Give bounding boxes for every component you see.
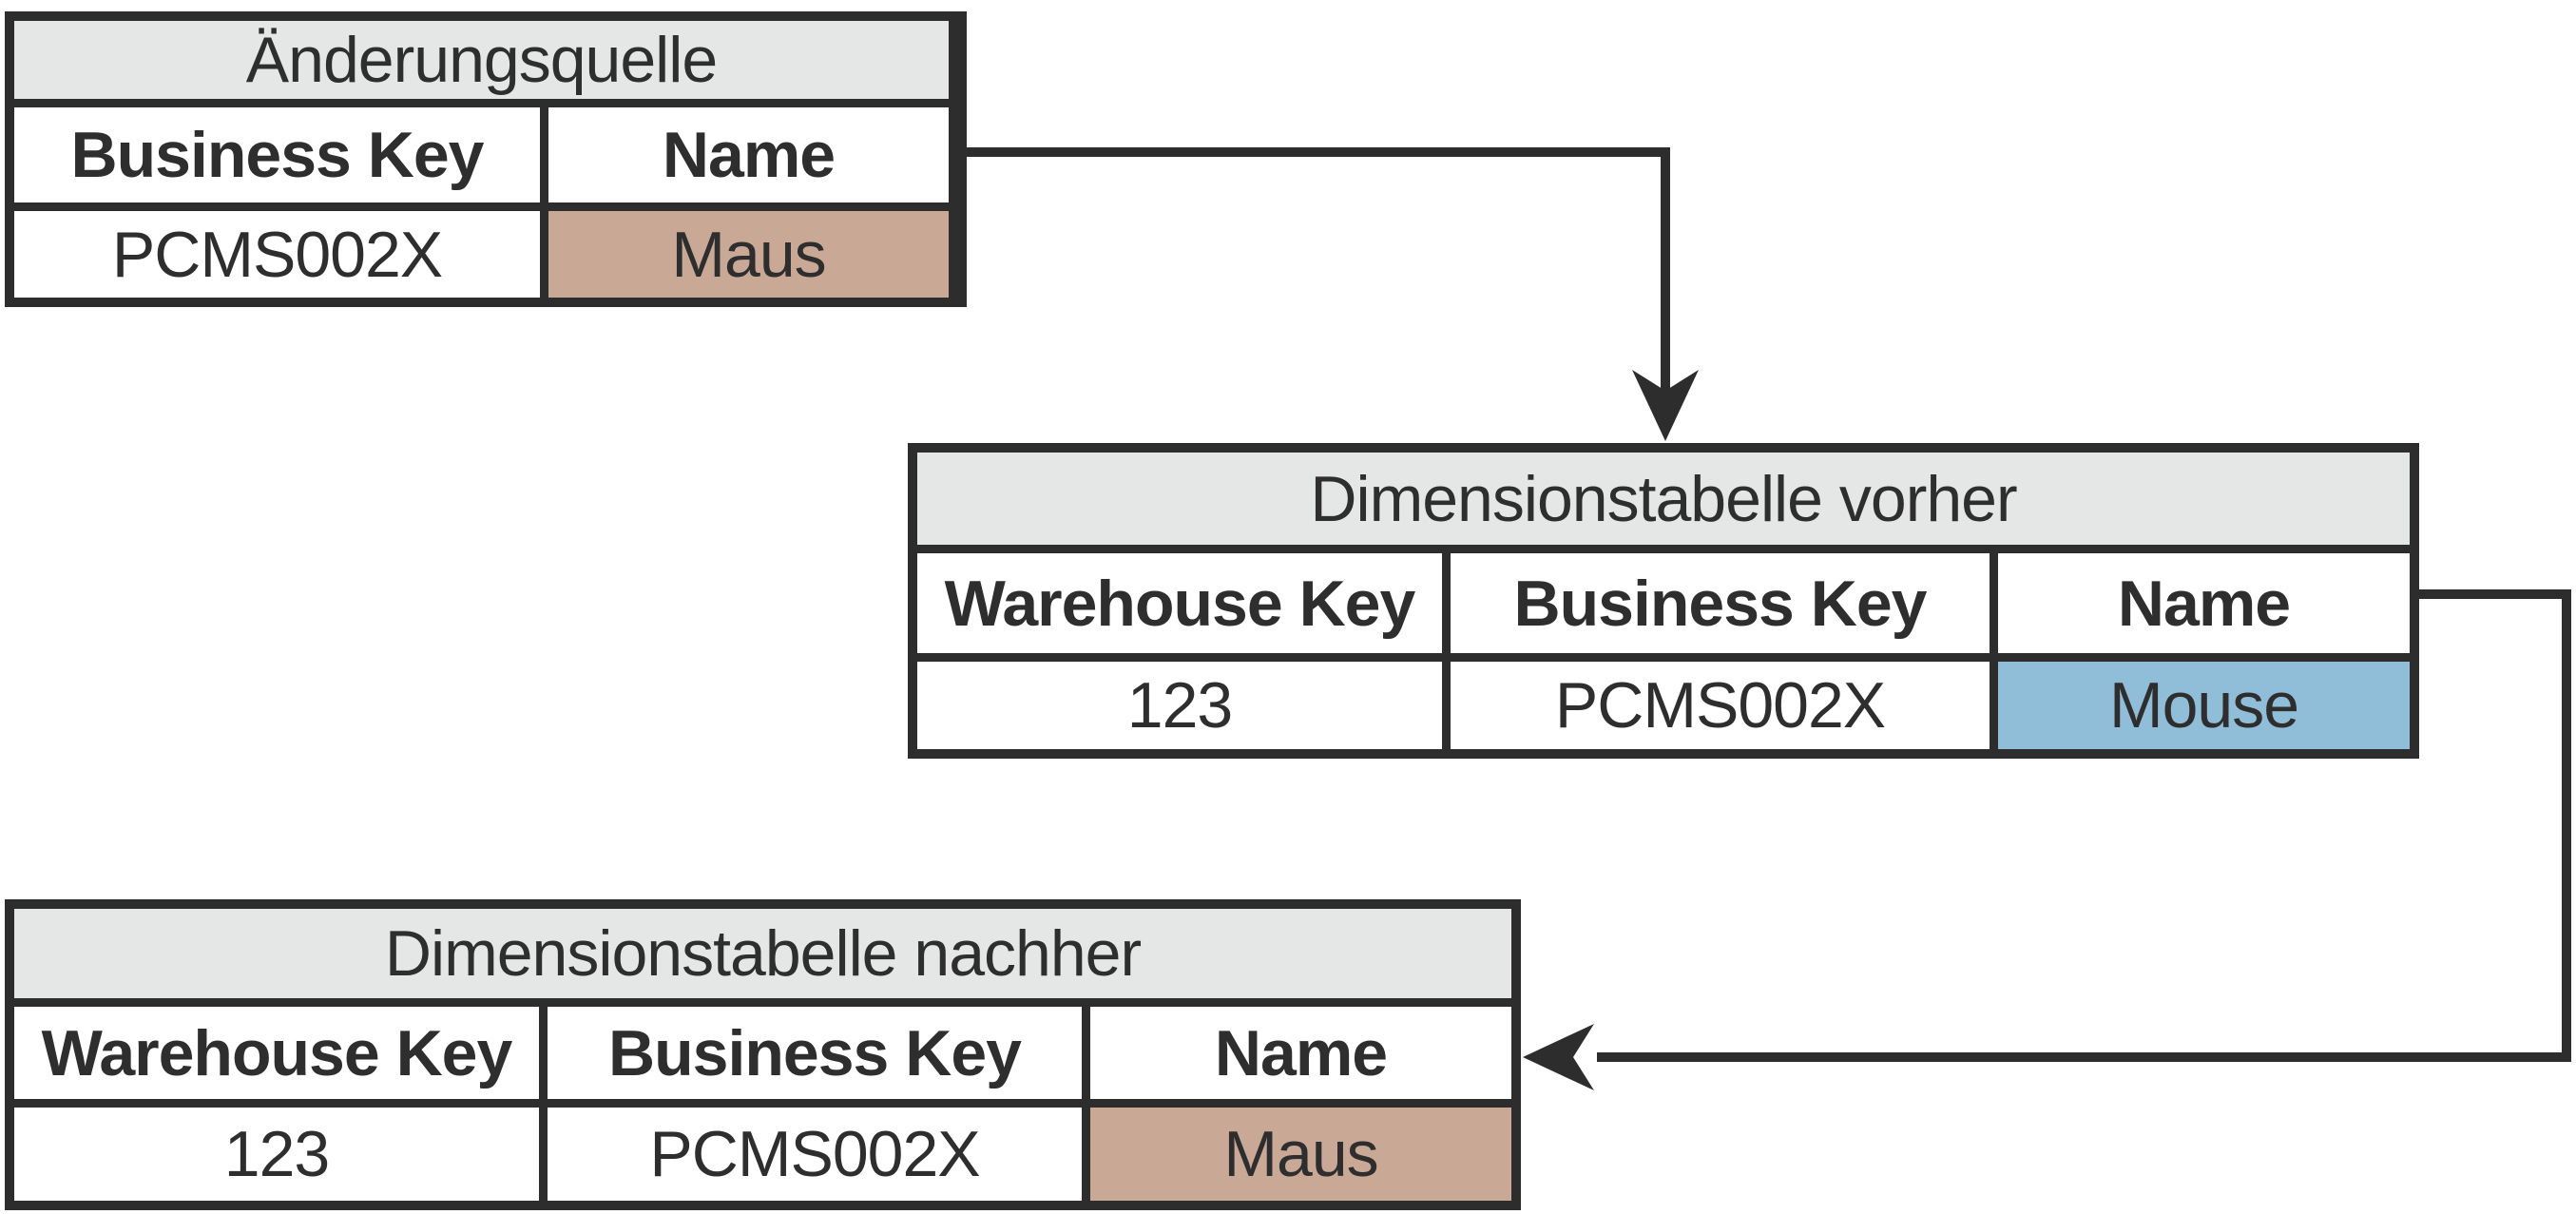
- data-cell-highlighted: Maus: [1090, 1108, 1511, 1201]
- column-header: Business Key: [1451, 553, 1990, 653]
- column-header: Warehouse Key: [14, 1007, 539, 1099]
- data-cell: PCMS002X: [548, 1108, 1082, 1201]
- column-header: Name: [548, 107, 949, 202]
- data-cell: PCMS002X: [1451, 662, 1990, 749]
- column-header: Business Key: [548, 1007, 1082, 1099]
- connector-source-to-before: [967, 147, 1670, 392]
- table-title: Änderungsquelle: [14, 21, 949, 99]
- column-header: Name: [1090, 1007, 1511, 1099]
- data-cell: 123: [917, 662, 1442, 749]
- table-aenderungsquelle: Änderungsquelle Business Key Name PCMS00…: [5, 11, 967, 307]
- data-cell-highlighted: Mouse: [1998, 662, 2410, 749]
- data-cell: PCMS002X: [14, 211, 540, 298]
- column-header: Name: [1998, 553, 2410, 653]
- table-dimensionstabelle-vorher: Dimensionstabelle vorher Warehouse Key B…: [908, 443, 2419, 759]
- arrow-left-icon: [1523, 1024, 1594, 1090]
- table-dimensionstabelle-nachher: Dimensionstabelle nachher Warehouse Key …: [5, 899, 1521, 1210]
- column-header: Warehouse Key: [917, 553, 1442, 653]
- arrow-down-icon: [1632, 370, 1699, 441]
- table-title: Dimensionstabelle nachher: [14, 909, 1511, 998]
- data-cell-highlighted: Maus: [548, 211, 949, 298]
- data-cell: 123: [14, 1108, 539, 1201]
- table-title: Dimensionstabelle vorher: [917, 453, 2410, 545]
- column-header: Business Key: [14, 107, 540, 202]
